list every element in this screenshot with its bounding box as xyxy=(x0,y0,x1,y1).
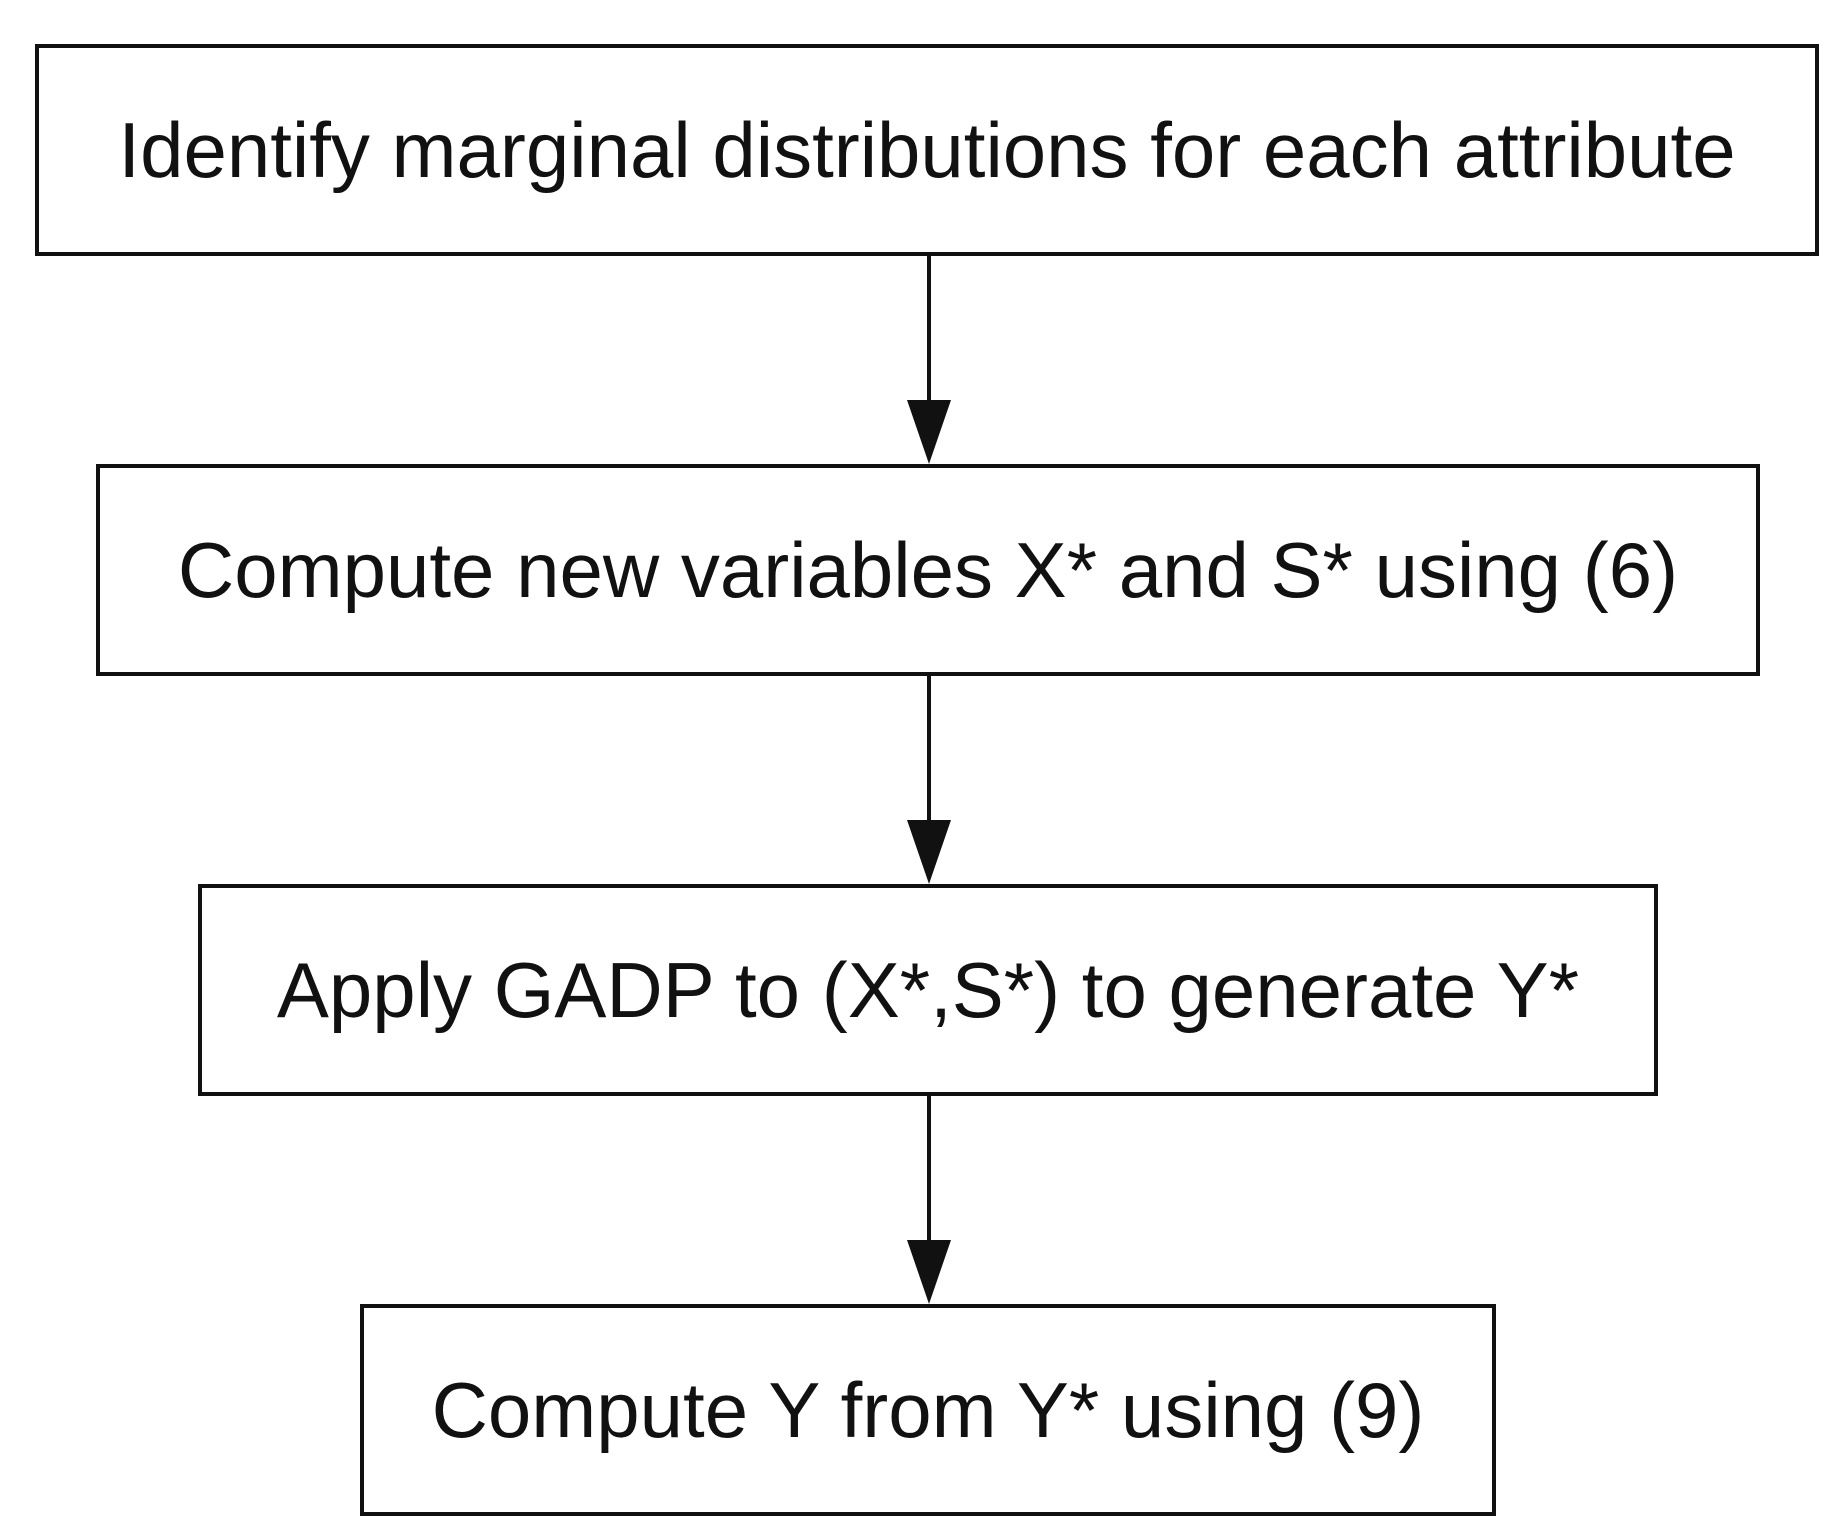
arrow-1-to-2 xyxy=(907,256,951,464)
flow-step-4: Compute Y from Y* using (9) xyxy=(360,1304,1496,1516)
flow-step-3-label: Apply GADP to (X*,S*) to generate Y* xyxy=(276,945,1580,1034)
arrow-3-to-4 xyxy=(907,1096,951,1304)
arrow-2-to-3 xyxy=(907,676,951,884)
flow-step-4-label: Compute Y from Y* using (9) xyxy=(431,1365,1425,1454)
flow-step-1: Identify marginal distributions for each… xyxy=(35,44,1819,256)
flow-step-2: Compute new variables X* and S* using (6… xyxy=(96,464,1760,676)
flow-step-3: Apply GADP to (X*,S*) to generate Y* xyxy=(198,884,1658,1096)
flow-step-1-label: Identify marginal distributions for each… xyxy=(118,105,1736,194)
flow-step-2-label: Compute new variables X* and S* using (6… xyxy=(177,525,1679,614)
